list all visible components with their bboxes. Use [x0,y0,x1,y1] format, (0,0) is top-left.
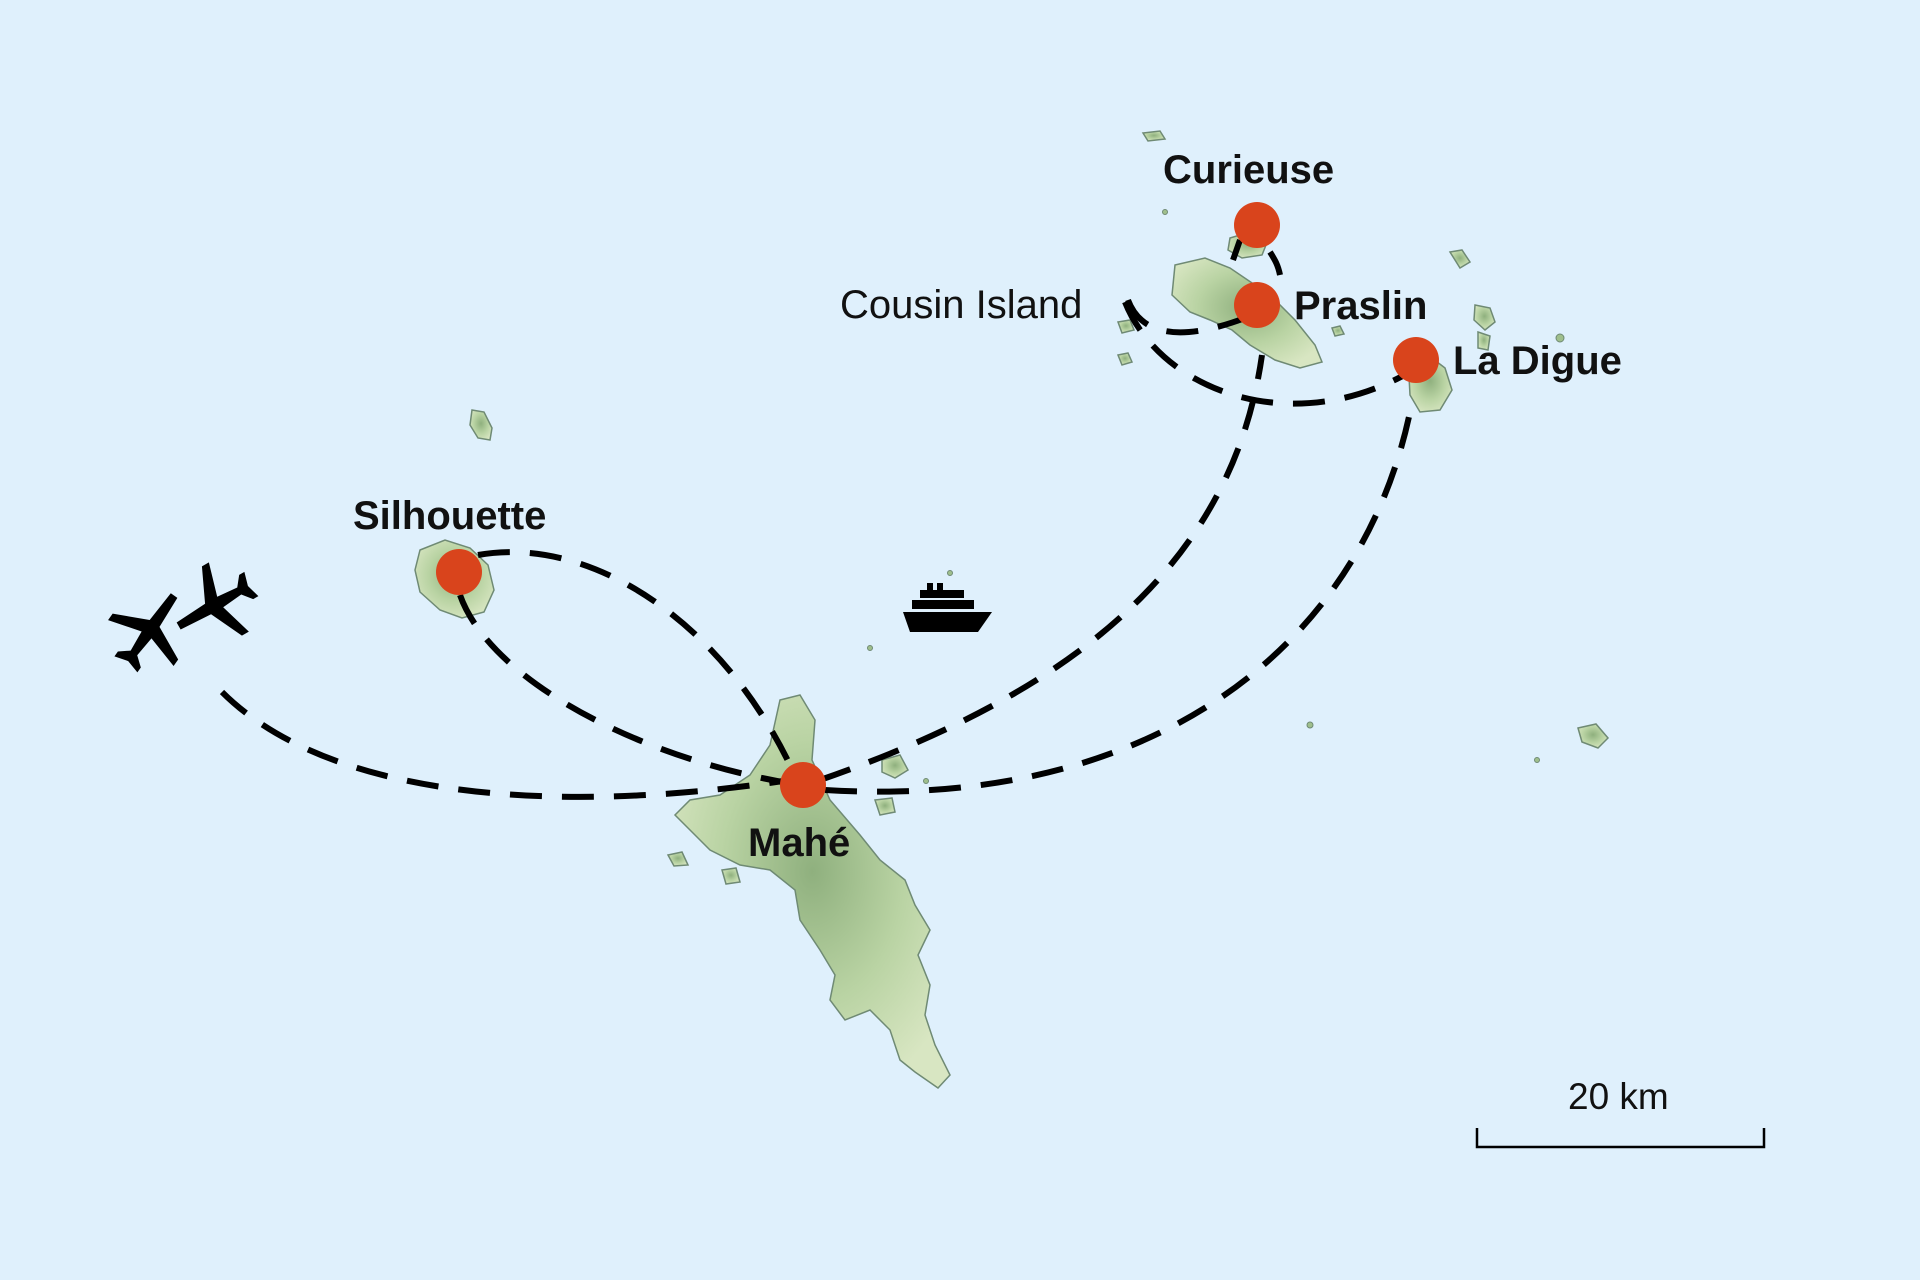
marianne-island [1477,330,1491,351]
marker-silhouette[interactable] [436,549,482,595]
tiny-islets [867,209,1565,784]
islet [923,778,929,784]
islet [1162,209,1168,215]
route-praslin-curieuse-short [1230,239,1243,261]
route-curieuse-praslin [1267,250,1283,276]
west-praslin-islet [1116,319,1136,334]
route-airplane-mahe [219,689,791,800]
route-mahe-praslin [819,354,1265,783]
routes [219,239,1413,800]
ferry-ship-icon [903,583,992,632]
marker-mahe[interactable] [780,762,826,808]
ste-anne-island [881,754,909,779]
felicite-island [1473,304,1496,331]
therese-island [666,851,690,867]
marker-la-digue[interactable] [1393,337,1439,383]
markers [436,202,1439,808]
islet [1555,333,1565,343]
mahe-island [673,694,951,1089]
marker-praslin[interactable] [1234,282,1280,328]
ile-ronde-islet [1331,325,1346,337]
scale-bar [1475,1128,1766,1149]
label-silhouette: Silhouette [353,494,547,538]
islet [867,645,873,651]
aride-island [1141,130,1167,142]
conception-island [721,867,741,885]
route-mahe-ladigue [824,411,1413,795]
cerf-island [873,797,896,816]
route-silhouette-mahe-north [477,549,793,767]
route-cousin-praslin [1125,298,1247,336]
cousin-island-land [1116,352,1134,366]
label-la-digue: La Digue [1453,339,1622,383]
islet [1306,721,1314,729]
label-praslin: Praslin [1294,284,1428,328]
airplanes-icon [108,562,259,673]
marker-curieuse[interactable] [1234,202,1280,248]
grande-soeur-island [1448,249,1472,270]
route-praslin-ladigue-loop [1122,300,1412,407]
scale-bar-label: 20 km [1568,1076,1669,1117]
islet [947,570,953,576]
label-cousin-island: Cousin Island [840,283,1083,327]
land-masses [414,130,1610,1089]
label-curieuse: Curieuse [1163,148,1335,192]
fregate-island [1577,723,1610,749]
route-silhouette-mahe-south [457,593,801,788]
label-mahe: Mahé [748,821,851,865]
islet [1534,757,1540,763]
north-island [469,409,493,441]
